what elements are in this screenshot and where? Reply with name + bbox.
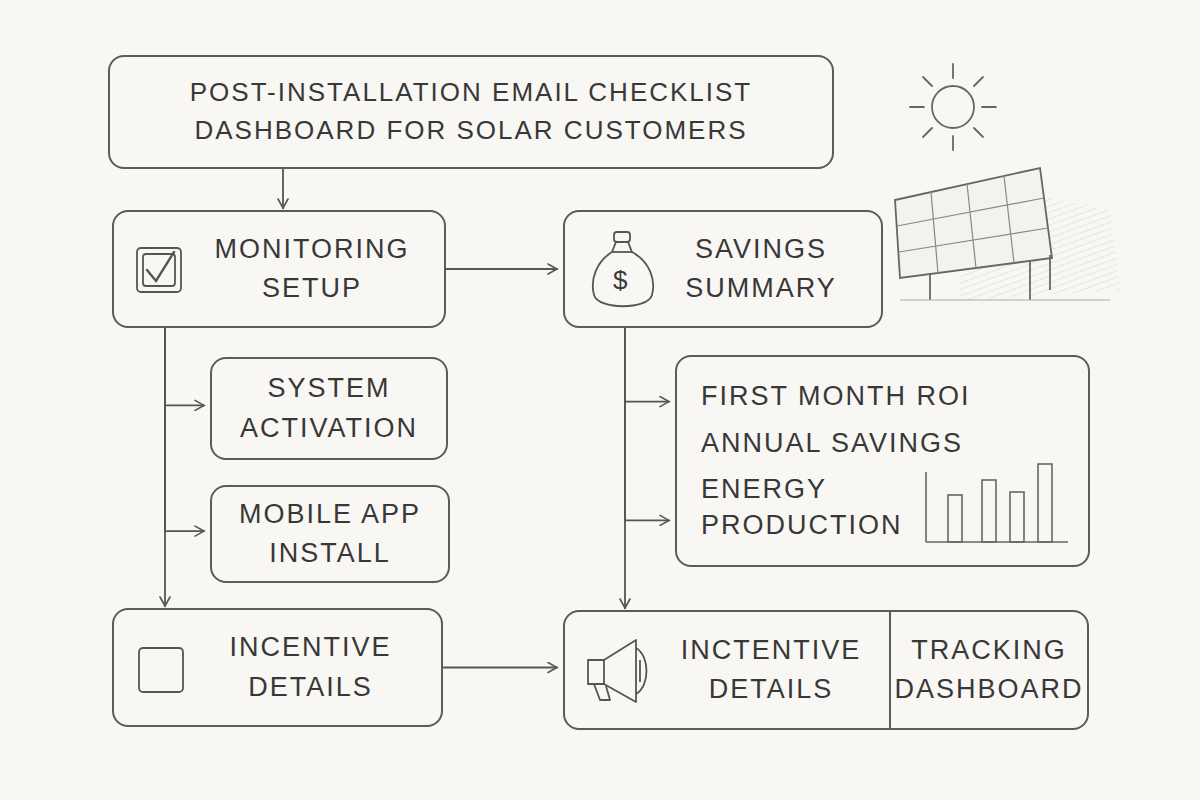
node-text: INCENTIVE DETAILS bbox=[194, 628, 427, 706]
process-box: SAVINGS SUMMARY bbox=[563, 210, 883, 328]
connector-arrow bbox=[165, 328, 166, 606]
connector-line bbox=[625, 402, 669, 521]
solar-panel bbox=[895, 168, 1120, 300]
sun-icon bbox=[910, 64, 996, 150]
node-text: SAVINGS SUMMARY bbox=[655, 230, 867, 308]
process-box: SYSTEM ACTIVATION bbox=[210, 357, 448, 460]
split-box: INCTENTIVE DETAILSTRACKING DASHBOARD bbox=[563, 610, 1089, 730]
connector-line bbox=[624, 328, 626, 608]
connector-line bbox=[446, 268, 557, 270]
process-box: MOBILE APP INSTALL bbox=[210, 485, 450, 583]
node-text: ENERGY PRODUCTION bbox=[701, 471, 916, 544]
connector-arrow bbox=[165, 328, 204, 405]
node-text: TRACKING DASHBOARD bbox=[889, 612, 1087, 728]
node-text: FIRST MONTH ROI bbox=[701, 378, 971, 414]
node-text: INCTENTIVE DETAILS bbox=[653, 612, 889, 728]
process-box: MONITORING SETUP bbox=[112, 210, 446, 328]
checkbox-checked bbox=[137, 248, 181, 292]
checkbox-empty bbox=[139, 648, 183, 692]
node-text: POST-INSTALLATION EMAIL CHECKLIST DASHBO… bbox=[140, 74, 802, 149]
connector-line bbox=[165, 328, 204, 405]
connector-line bbox=[625, 328, 669, 402]
connector-line bbox=[282, 169, 284, 208]
connector-line bbox=[164, 328, 166, 606]
connector-arrow bbox=[165, 328, 204, 531]
connector-arrow bbox=[443, 667, 557, 668]
node-text: MONITORING SETUP bbox=[194, 230, 430, 308]
connector-arrow bbox=[446, 269, 557, 270]
connector-arrow bbox=[625, 328, 669, 520]
node-text: MOBILE APP INSTALL bbox=[224, 495, 436, 573]
money-bag-icon bbox=[593, 232, 653, 306]
connector-arrow bbox=[283, 169, 284, 208]
megaphone-icon bbox=[588, 640, 647, 702]
connector-line bbox=[443, 667, 557, 669]
currency-symbol: $ bbox=[613, 265, 627, 296]
connector-line bbox=[165, 328, 204, 531]
process-box: INCENTIVE DETAILS bbox=[112, 608, 443, 727]
node-text: SYSTEM ACTIVATION bbox=[224, 369, 434, 447]
node-text: ANNUAL SAVINGS bbox=[701, 425, 963, 461]
bar-chart-icon bbox=[926, 464, 1068, 542]
connector-arrow bbox=[625, 328, 626, 608]
title-box: POST-INSTALLATION EMAIL CHECKLIST DASHBO… bbox=[108, 55, 834, 169]
metrics-box: FIRST MONTH ROI ANNUAL SAVINGS ENERGY PROD… bbox=[675, 355, 1090, 567]
